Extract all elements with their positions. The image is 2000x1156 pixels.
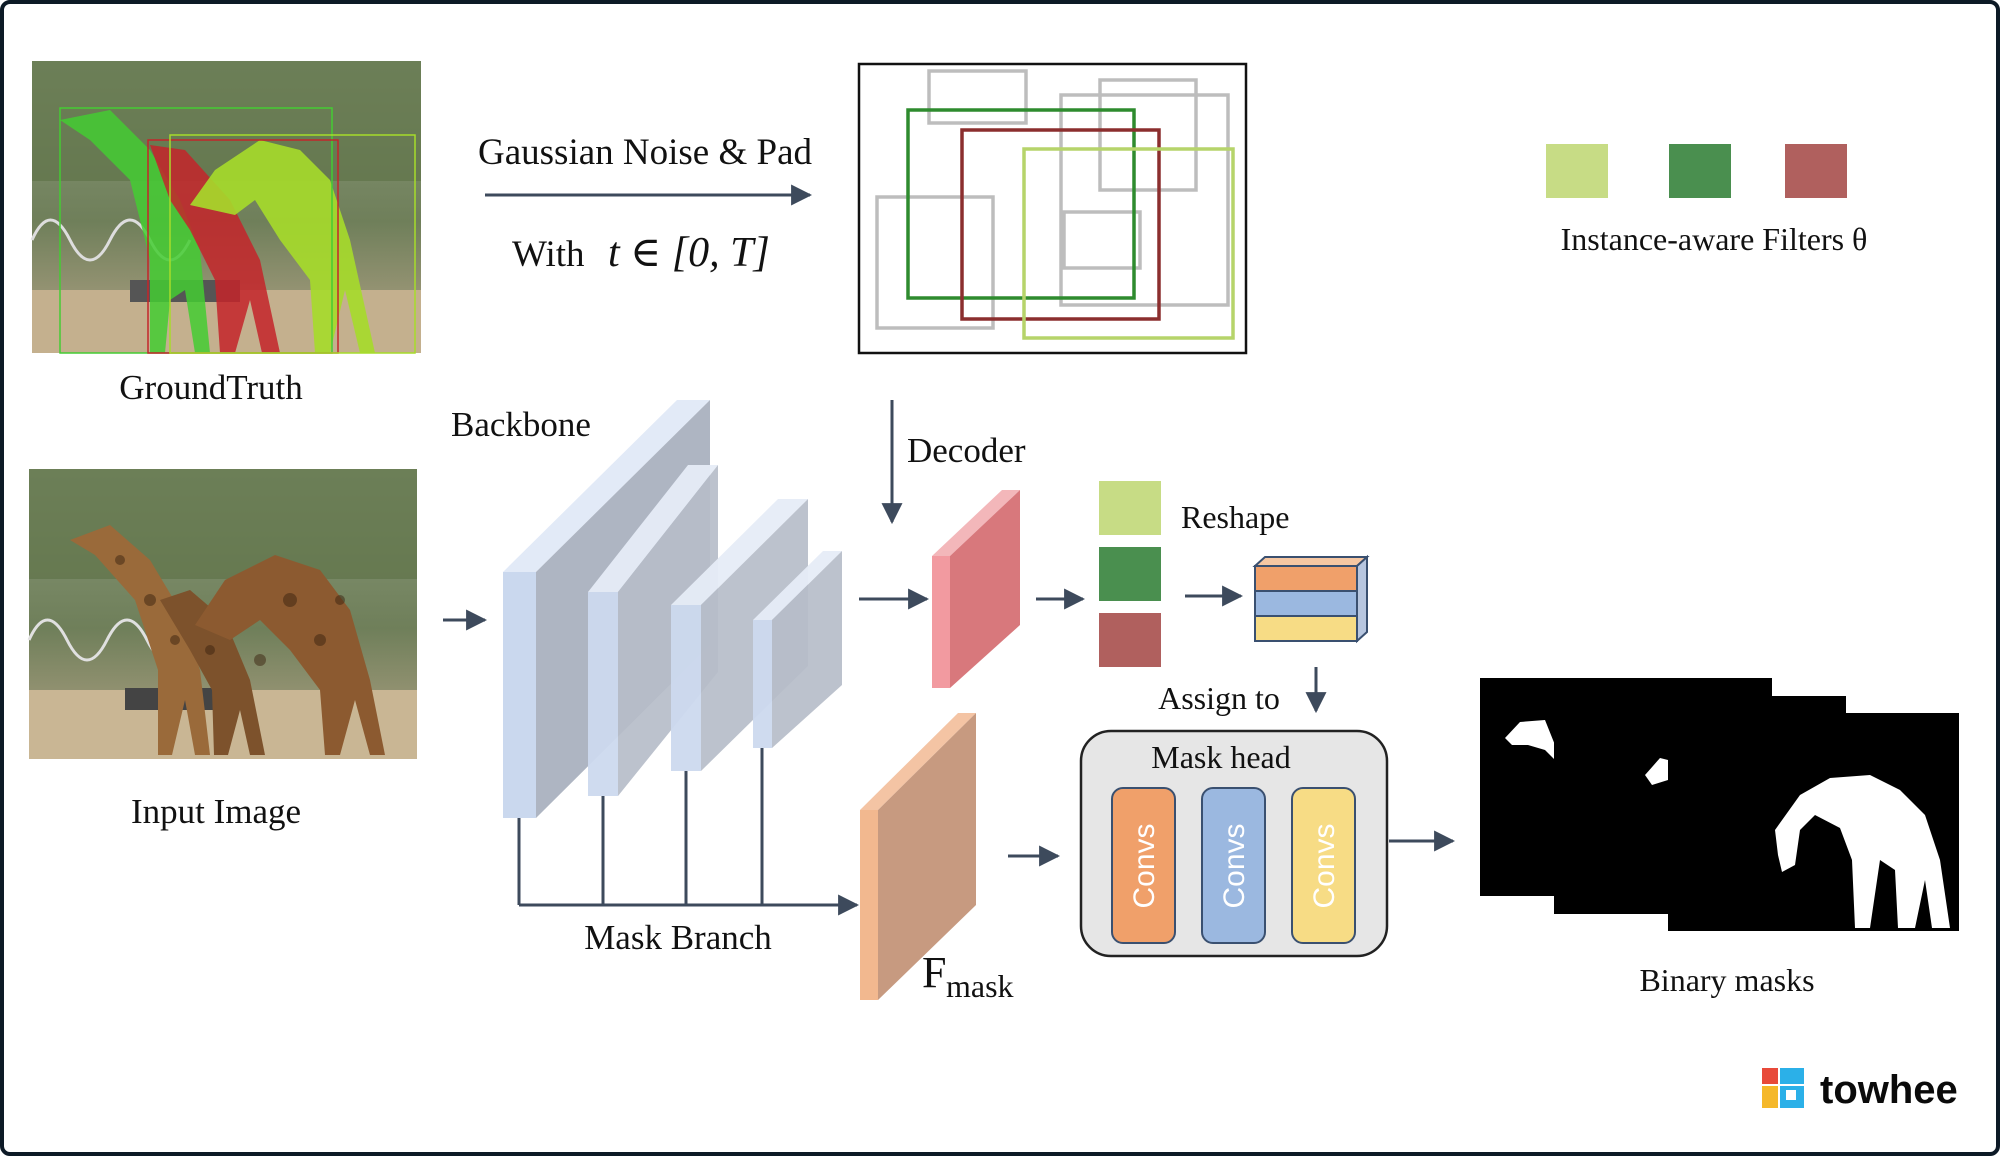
input-image bbox=[27, 469, 417, 759]
gaussian-noise-label: Gaussian Noise & Pad bbox=[478, 132, 812, 173]
binary-masks bbox=[1480, 678, 1959, 931]
assign-to-label: Assign to bbox=[1158, 680, 1280, 716]
mask-feature-map bbox=[860, 713, 976, 1000]
t-range-label: t ∈ [0, T] bbox=[608, 230, 770, 276]
mask-head-label: Mask head bbox=[1151, 739, 1291, 775]
ground-truth-label: GroundTruth bbox=[119, 368, 303, 407]
input-image-label: Input Image bbox=[131, 792, 301, 831]
reshaped-filter-cube bbox=[1252, 554, 1370, 644]
f-mask-subscript: mask bbox=[946, 968, 1014, 1004]
noisy-boxes-panel bbox=[857, 62, 1248, 355]
towhee-logo-text: towhee bbox=[1820, 1068, 1958, 1112]
filter-swatch-green bbox=[1669, 144, 1731, 198]
decoder-label: Decoder bbox=[907, 431, 1026, 470]
filter-block-light-green bbox=[1099, 481, 1161, 535]
with-label: With bbox=[512, 234, 585, 275]
mask-head bbox=[1079, 729, 1389, 958]
filter-swatch-light-green bbox=[1546, 144, 1608, 198]
conv-label-3: Convs bbox=[1308, 823, 1341, 908]
backbone-label: Backbone bbox=[451, 405, 591, 444]
reshape-label: Reshape bbox=[1181, 499, 1289, 535]
instance-filters-label: Instance-aware Filters θ bbox=[1561, 221, 1868, 257]
filter-block-red bbox=[1099, 613, 1161, 667]
decoder-feature-map bbox=[932, 490, 1020, 688]
mask-branch-label: Mask Branch bbox=[584, 918, 772, 957]
conv-label-1: Convs bbox=[1128, 823, 1161, 908]
binary-masks-label: Binary masks bbox=[1639, 962, 1814, 998]
filter-block-green bbox=[1099, 547, 1161, 601]
f-mask-main: F bbox=[922, 948, 946, 997]
towhee-logo-icon bbox=[1762, 1068, 1804, 1108]
conv-label-2: Convs bbox=[1218, 823, 1251, 908]
filter-swatch-red bbox=[1785, 144, 1847, 198]
backbone-stack bbox=[503, 400, 842, 818]
mask-branch-lines bbox=[517, 748, 860, 916]
ground-truth-image bbox=[30, 61, 421, 354]
